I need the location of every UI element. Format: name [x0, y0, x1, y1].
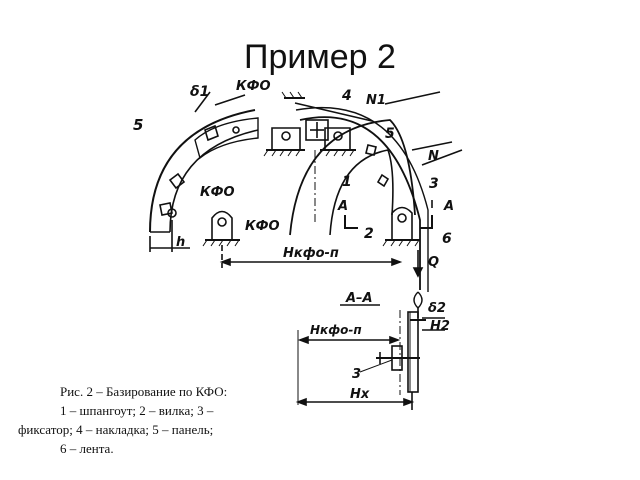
label-delta1: δ1 [190, 84, 209, 100]
left-panel-cutout-1 [204, 124, 219, 142]
label-panel-left: 5 [133, 116, 143, 134]
label-panel-right: 5 [385, 126, 395, 142]
label-kfo-top: КФО [236, 79, 271, 94]
right-panel-cutout-1 [365, 144, 377, 156]
label-n: N [428, 149, 439, 164]
right-panel-cutout-2 [376, 173, 390, 188]
label-vilka: 2 [364, 226, 374, 242]
nakladka-block [305, 119, 329, 141]
left-fork-support [211, 210, 233, 240]
label-q: Q [428, 255, 439, 270]
label-fiksator-section: 3 [352, 367, 361, 382]
lenta-line [295, 106, 429, 292]
label-hx: Hx [350, 387, 370, 402]
left-panel-outer-arc [149, 109, 256, 233]
caption-line-4: 6 – лента. [60, 441, 114, 456]
left-panel-cutout-2 [168, 172, 186, 190]
figure-caption: Рис. 2 – Базирование по КФО: 1 – шпангоу… [18, 382, 280, 458]
slide-title: Пример 2 [244, 38, 396, 76]
caption-line-2: 1 – шпангоут; 2 – вилка; 3 – [60, 403, 214, 418]
caption-line-1: Рис. 2 – Базирование по КФО: [60, 384, 228, 399]
label-h-kfo-p: Hкфо-п [283, 246, 339, 261]
label-h2: H2 [430, 319, 450, 334]
label-a-right: A [443, 199, 454, 214]
section-plate [407, 311, 419, 393]
label-section-aa: A–A [345, 291, 373, 306]
fiksator-pin [397, 213, 407, 223]
label-delta2: δ2 [428, 301, 446, 316]
panel-right-arc [299, 116, 421, 290]
left-panel-inner-arc [169, 129, 259, 233]
left-panel-cutout-3 [159, 202, 173, 216]
vilka-right [391, 206, 413, 240]
label-kfo-mid: КФО [200, 185, 235, 200]
shpangout-inner-arc [329, 149, 394, 236]
shpangout-outer-arc [289, 119, 416, 236]
label-h: h [176, 235, 185, 250]
label-lenta: 6 [442, 231, 452, 247]
kfo-hole-left [167, 208, 177, 218]
left-panel-band [194, 117, 259, 160]
label-a-left: A [337, 199, 348, 214]
label-h-kfo-p-section: Hкфо-п [310, 323, 362, 337]
caption-line-3: фиксатор; 4 – накладка; 5 – панель; [18, 422, 214, 437]
label-fiksator: 3 [429, 176, 439, 192]
label-nakladka: 4 [341, 88, 352, 104]
label-shpangout: 1 [342, 174, 352, 190]
label-kfo-bottom: КФО [245, 219, 280, 234]
label-n1: N1 [366, 93, 386, 108]
